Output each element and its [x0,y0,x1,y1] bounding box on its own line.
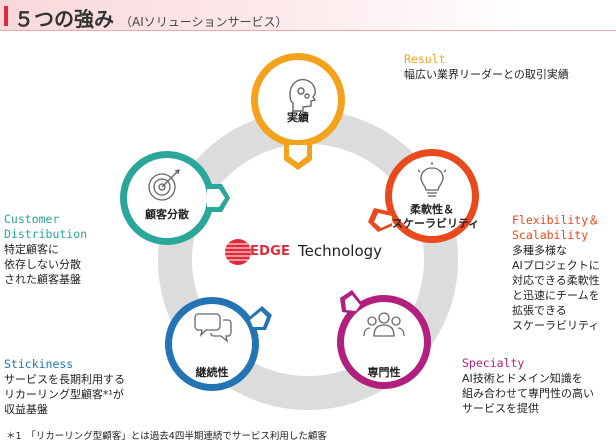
node-flexibility [368,149,479,243]
node-stickiness-disc [172,304,252,384]
node-customer-disc [127,158,207,238]
target-icon [148,169,180,201]
desc-result-line-1: 幅広い業界リーダーとの取引実績 [404,68,569,81]
head-gears-icon [289,78,317,112]
chat-bubbles-icon [194,313,232,343]
footnote: ＊1 「リカーリング型顧客」とは過去4四半期連続でサービス利用した顧客 [6,431,327,442]
node-specialty-pointer-inner [345,295,360,311]
page-title-text: ５つの強み [14,7,114,31]
desc-flexibility-line-2: AIプロジェクトに [512,259,600,272]
logo-brand-text: EDGE [250,244,291,259]
desc-customer-line-1: 特定顧客に [4,243,59,256]
page-title: ５つの強み （AIソリューションサービス） [14,3,288,32]
node-specialty-disc [344,302,424,382]
desc-stickiness: Stickiness サービスを長期利用する リカーリング型顧客*¹が 収益基盤 [4,357,125,417]
desc-specialty: Specialty AI技術とドメイン知識を 組み合わせて専門性の高い サービス… [462,356,594,416]
people-group-icon [363,312,405,337]
node-result-pointer-inner [289,145,307,163]
desc-stickiness-line-3: 収益基盤 [4,403,48,416]
node-specialty-label: 専門性 [367,366,401,379]
desc-customer-title-2: Distribution [4,227,88,241]
desc-customer-title-1: Customer [4,212,60,226]
node-specialty [337,290,431,389]
desc-flexibility-line-4: と迅速にチームを [512,289,600,302]
node-customer [120,151,230,245]
desc-result-title: Result [404,52,446,66]
desc-specialty-line-2: 組み合わせて専門性の高い [462,387,594,400]
desc-stickiness-title: Stickiness [4,357,74,371]
desc-stickiness-line-1: サービスを長期利用する [4,373,125,386]
node-customer-pointer-inner [207,189,225,207]
desc-result: Result 幅広い業界リーダーとの取引実績 [404,52,569,82]
node-stickiness [165,297,272,391]
edge-logo-mark [225,239,251,265]
desc-flexibility-title-1: Flexibility＆ [512,213,600,227]
desc-flexibility-line-6: スケーラビリティ [512,319,600,332]
desc-customer-line-2: 依存しない分散 [4,258,81,271]
desc-specialty-line-1: AI技術とドメイン知識を [462,372,583,385]
node-stickiness-label: 継続性 [195,366,229,379]
logo-tech-text: Technology [298,242,383,260]
node-result [251,53,345,170]
desc-stickiness-line-2: リカーリング型顧客*¹が [4,388,124,401]
node-customer-label: 顧客分散 [145,208,189,221]
node-flexibility-label: 柔軟性＆ スケーラビリティ [392,203,480,231]
header-divider [0,30,616,31]
desc-flexibility: Flexibility＆ Scalability 多種多様な AIプロジェクトに… [512,213,600,333]
edge-technology-logo: EDGE Technology [228,238,388,268]
desc-flexibility-line-5: 拡張できる [512,304,567,317]
page-subtitle: （AIソリューションサービス） [120,15,288,29]
lightbulb-icon [417,162,447,197]
node-result-label: 実績 [287,111,309,124]
node-flexibility-label-line2: スケーラビリティ [392,217,480,230]
desc-specialty-line-3: サービスを提供 [462,402,539,415]
header-accent-bar [4,6,8,26]
node-flexibility-label-line1: 柔軟性＆ [410,203,454,216]
desc-flexibility-line-3: 対応できる柔軟性 [512,274,600,287]
desc-customer: Customer Distribution 特定顧客に 依存しない分散 された顧… [4,212,87,287]
header-banner: ５つの強み （AIソリューションサービス） [0,0,616,32]
node-stickiness-pointer-inner [250,311,267,327]
desc-flexibility-title-2: Scalability [512,228,589,242]
node-flexibility-pointer-inner [374,213,392,228]
desc-flexibility-line-1: 多種多様な [512,244,567,257]
desc-customer-line-3: された顧客基盤 [4,273,81,286]
desc-specialty-title: Specialty [462,356,525,370]
node-result-disc [258,60,338,140]
